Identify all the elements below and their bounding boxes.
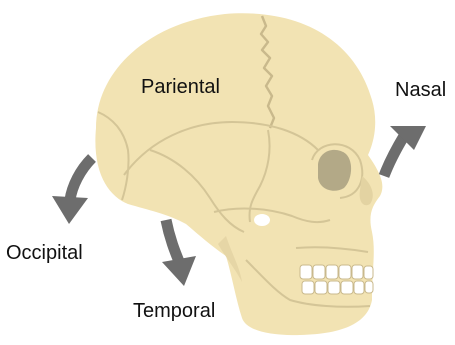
nasal-arrow <box>384 126 426 176</box>
nasal-label: Nasal <box>395 80 446 100</box>
parietal-label: Pariental <box>141 77 220 97</box>
eye-orbit <box>318 150 351 191</box>
temporal-arrow <box>162 220 196 286</box>
ear-canal <box>254 214 270 226</box>
occipital-arrow <box>52 158 92 224</box>
occipital-label: Occipital <box>6 243 83 263</box>
temporal-label: Temporal <box>133 301 215 321</box>
